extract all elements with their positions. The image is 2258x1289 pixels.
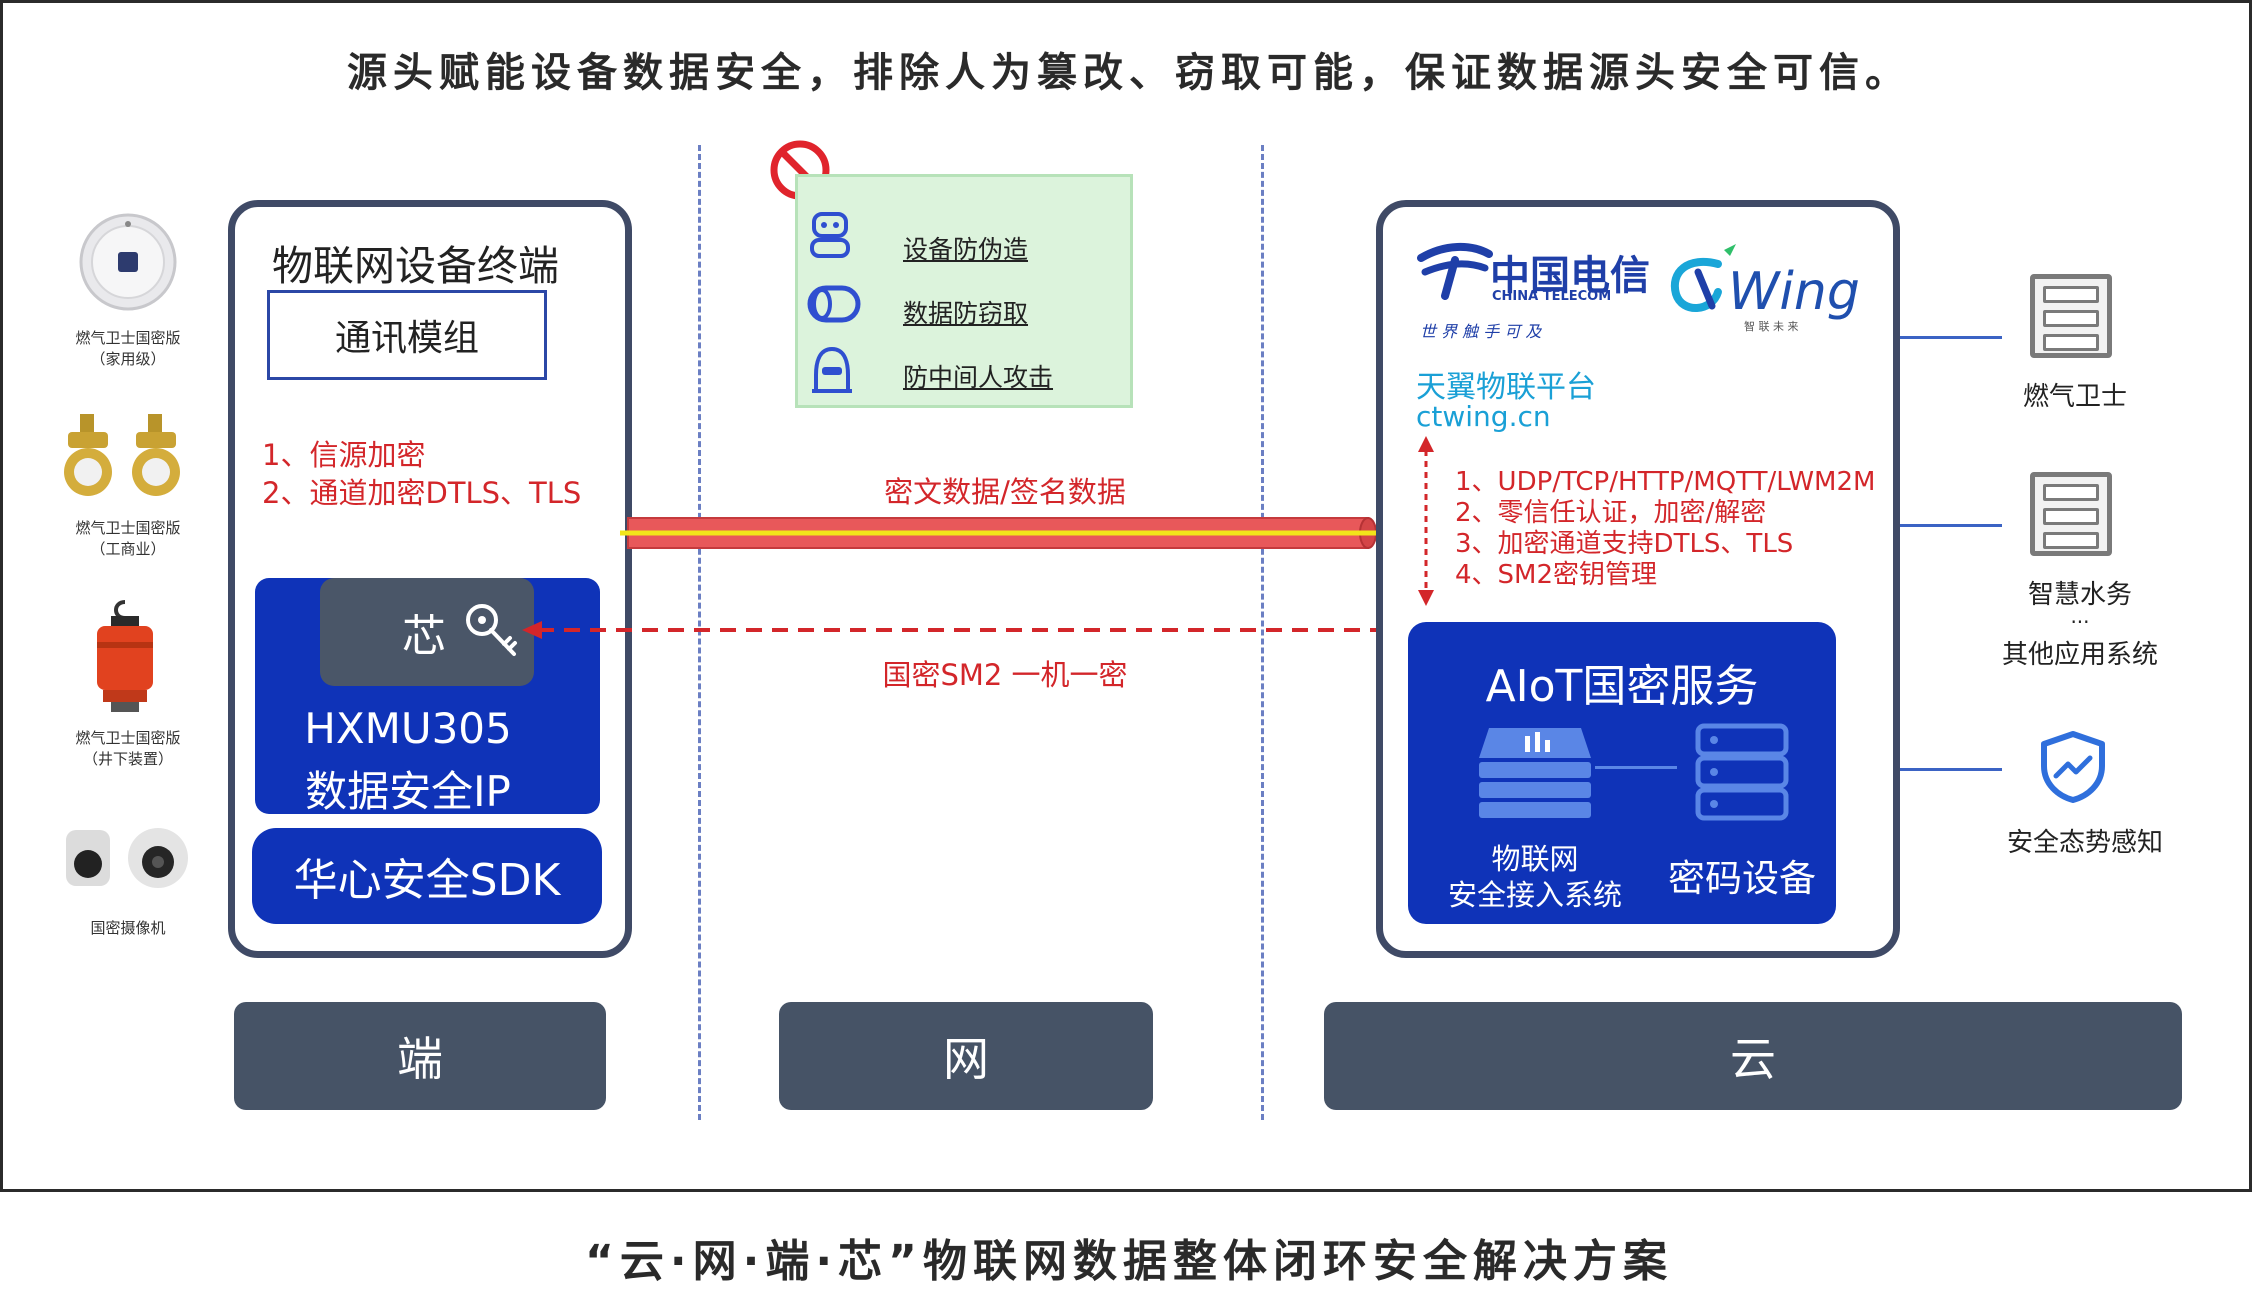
updown-arrow — [1414, 436, 1438, 606]
chip-box — [320, 578, 534, 686]
underground-gas-detector-icon — [85, 598, 165, 718]
crypto-device-icon — [1694, 722, 1790, 822]
platform-name: 天翼物联平台 — [1416, 370, 1596, 405]
ip-name: 数据安全IP — [305, 767, 511, 816]
ctwing-sub: 智 联 未 来 — [1744, 320, 1799, 333]
access-system-icon — [1475, 722, 1595, 822]
china-telecom-en: CHINA TELECOM — [1492, 289, 1612, 304]
aiot-title: AIoT国密服务 — [1485, 661, 1759, 712]
app-ellipsis: ... — [2070, 604, 2090, 628]
app-security: 安全态势感知 — [2006, 828, 2163, 858]
ip-model: HXMU305 — [304, 704, 512, 753]
chip-label: 芯 — [402, 611, 446, 662]
sm2-key-arrow — [520, 618, 1425, 642]
app-others: 其他应用系统 — [2001, 640, 2158, 670]
encryption-item-2: 2、通道加密DTLS、TLS — [262, 476, 582, 510]
comm-module-label: 通讯模组 — [334, 318, 479, 359]
ctwing-text: Wing — [1728, 262, 1860, 322]
sdk-label: 华心安全SDK — [293, 855, 561, 906]
top-title: 源头赋能设备数据安全，排除人为篡改、窃取可能，保证数据源头安全可信。 — [347, 50, 1911, 96]
cloud-feature-2: 2、零信任认证，加密/解密 — [1455, 498, 1767, 528]
robot-icon — [808, 210, 852, 260]
cloud-feature-3: 3、加密通道支持DTLS、TLS — [1455, 529, 1794, 559]
app-gas: 燃气卫士 — [2022, 382, 2127, 412]
comm-module-box: 通讯模组 — [267, 290, 547, 380]
terminal-title: 物联网设备终端 — [272, 242, 559, 290]
hacker-icon — [808, 345, 856, 395]
china-telecom-slogan: 世 界 触 手 可 及 — [1420, 322, 1542, 341]
sm2-label: 国密SM2 一机一密 — [882, 658, 1128, 692]
database-icon — [802, 282, 866, 326]
service-link — [1595, 766, 1677, 769]
cloud-feature-1: 1、UDP/TCP/HTTP/MQTT/LWM2M — [1455, 467, 1876, 497]
gas-server-icon — [2030, 274, 2112, 358]
device-label-commercial: 燃气卫士国密版（工商业） — [75, 519, 181, 558]
china-telecom-cn: 中国电信 — [1490, 252, 1650, 299]
key-icon — [458, 598, 522, 662]
china-telecom-logo-icon — [1415, 240, 1495, 300]
sdk-box: 华心安全SDK — [252, 828, 602, 924]
crypto-device-label: 密码设备 — [1668, 857, 1816, 900]
protect-item-theft: 数据防窃取 — [903, 299, 1029, 328]
cloud-feature-4: 4、SM2密钥管理 — [1455, 560, 1658, 590]
bar-network: 网 — [779, 1002, 1153, 1110]
protect-item-mitm: 防中间人攻击 — [903, 363, 1054, 392]
device-label-underground: 燃气卫士国密版（井下装置） — [75, 729, 181, 768]
app-water: 智慧水务 — [2027, 580, 2132, 610]
access-system-line1: 物联网 — [1491, 842, 1579, 876]
link-security — [1900, 768, 2002, 771]
diagram-frame — [0, 0, 2252, 1192]
link-water — [1900, 524, 2002, 527]
bottom-title: “云·网·端·芯”物联网数据整体闭环安全解决方案 — [585, 1236, 1673, 1287]
camera-icon — [62, 820, 192, 892]
industrial-gas-detector-icon — [60, 410, 190, 510]
access-system-line2: 安全接入系统 — [1447, 878, 1622, 912]
separator-right — [1261, 145, 1264, 1120]
link-gas — [1900, 336, 2002, 339]
bar-cloud-label: 云 — [1730, 1032, 1776, 1086]
cipher-data-label: 密文数据/签名数据 — [884, 475, 1126, 509]
bar-terminal: 端 — [234, 1002, 606, 1110]
platform-url: ctwing.cn — [1416, 400, 1551, 433]
encryption-item-1: 1、信源加密 — [262, 438, 426, 472]
security-shield-icon — [2036, 730, 2110, 804]
separator-left — [698, 145, 701, 1120]
protect-item-forgery: 设备防伪造 — [903, 235, 1029, 264]
bar-network-label: 网 — [943, 1032, 989, 1086]
water-server-icon — [2030, 472, 2112, 556]
device-label-home: 燃气卫士国密版（家用级） — [75, 329, 181, 368]
encrypted-channel-pipe — [620, 516, 1386, 550]
ctwing-logo-icon — [1668, 242, 1738, 322]
bar-terminal-label: 端 — [397, 1032, 443, 1086]
bar-cloud: 云 — [1324, 1002, 2182, 1110]
home-gas-detector-icon — [78, 212, 178, 312]
device-label-camera: 国密摄像机 — [90, 919, 166, 937]
